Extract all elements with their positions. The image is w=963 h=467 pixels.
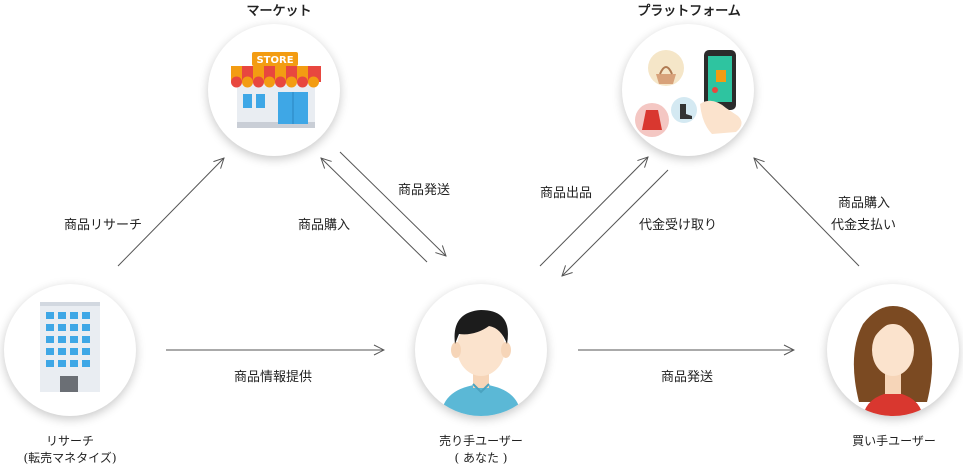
arrow-seller-to-market — [321, 158, 428, 263]
arrow-platform-to-seller — [562, 169, 669, 276]
edge-label-product-research: 商品リサーチ — [64, 218, 143, 233]
platform-title: プラットフォーム — [637, 4, 741, 19]
buyer-caption-line1: 買い手ユーザー — [852, 434, 936, 448]
seller-caption-line2: ( あなた ) — [454, 451, 508, 465]
arrow-market-to-seller — [339, 151, 446, 256]
shopping-phone-icon — [635, 50, 742, 137]
edge-label-info-provision: 商品情報提供 — [234, 370, 313, 385]
store-sign: STORE — [256, 55, 293, 66]
researcher-caption-line2: (転売マネタイズ) — [23, 451, 117, 465]
researcher-caption: リサーチ (転売マネタイズ) — [23, 433, 116, 467]
seller-caption: 売り手ユーザー ( あなた ) — [439, 433, 523, 467]
arrow-research-to-market — [117, 158, 224, 267]
buyer-caption: 買い手ユーザー — [852, 433, 936, 450]
market-node: STORE — [208, 24, 340, 156]
edge-label-product-listing: 商品出品 — [540, 186, 593, 201]
platform-node — [622, 24, 754, 156]
market-title: マーケット — [246, 4, 312, 19]
seller-caption-line1: 売り手ユーザー — [439, 434, 523, 448]
edge-label-product-shipping: 商品発送 — [398, 183, 451, 198]
man-avatar-icon — [441, 310, 521, 416]
arrow-seller-to-platform — [539, 157, 648, 267]
edge-label-shipping-to-buyer: 商品発送 — [661, 370, 714, 385]
store-icon: STORE — [231, 52, 321, 128]
arrow-buyer-to-platform — [754, 158, 860, 267]
edge-label-product-purchase: 商品購入 — [298, 218, 351, 233]
buyer-node — [827, 284, 959, 416]
edge-label-buyer-purchase: 商品購入 — [838, 196, 891, 211]
building-icon — [40, 302, 100, 392]
researcher-node — [4, 284, 136, 416]
woman-avatar-icon — [853, 306, 933, 416]
edge-label-buyer-payment: 代金支払い — [831, 218, 897, 233]
seller-node — [415, 284, 547, 416]
researcher-caption-line1: リサーチ — [45, 434, 95, 448]
edge-label-payment-receipt: 代金受け取り — [639, 218, 718, 233]
